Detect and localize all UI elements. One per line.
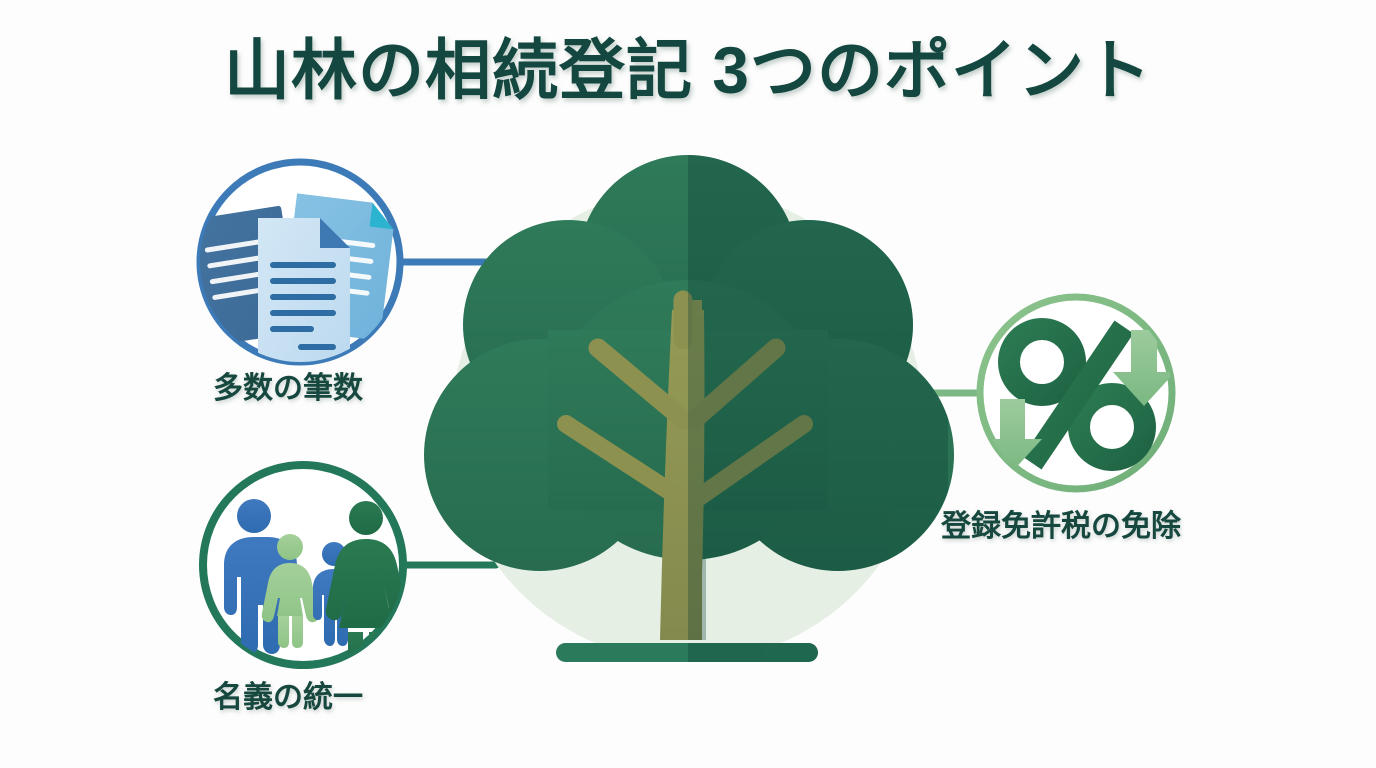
arrow-down-top-icon <box>1113 330 1172 406</box>
percent-glyph <box>998 318 1156 471</box>
tree-icon <box>424 155 954 662</box>
node-docs[interactable] <box>188 158 404 366</box>
tree-trunk <box>557 290 813 640</box>
node-family[interactable] <box>199 461 407 673</box>
label-docs: 多数の筆数 <box>213 372 363 405</box>
node-tax[interactable] <box>976 293 1176 493</box>
tree-ground-bar <box>556 643 818 662</box>
label-tax: 登録免許税の免除 <box>941 510 1181 543</box>
percent-down-icon <box>982 318 1172 472</box>
page-title: 山林の相続登記 3つのポイント <box>223 33 1153 107</box>
tree-canopy <box>424 155 954 571</box>
label-family: 名義の統一 <box>213 681 363 714</box>
documents-icon <box>200 193 394 362</box>
tree-shading-overlay <box>688 155 948 662</box>
